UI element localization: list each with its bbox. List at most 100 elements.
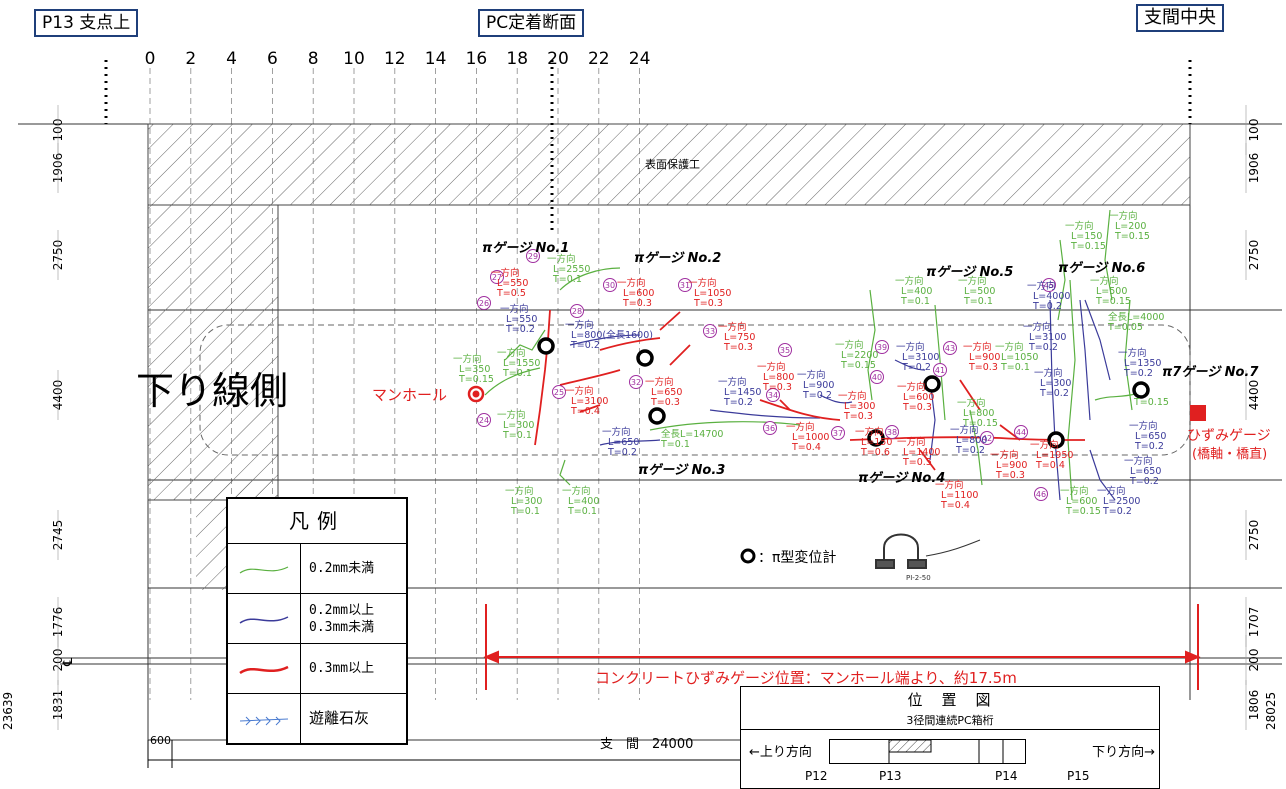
red-line-swatch [239,665,289,674]
crack-number-circle [603,278,617,292]
svg-text:πゲージ No.2: πゲージ No.2 [634,250,721,266]
legend-row-green: 0.2mm未満 [228,544,406,594]
right-dimension: 1707 [1247,607,1261,638]
axis-tick-label: 12 [384,49,406,69]
crack-number-circle [933,363,947,377]
crack-number-circle [1014,425,1028,439]
legend-label-efflorescence: 遊離石灰 [309,709,370,727]
crack-annotation: T=0.15 [1133,397,1169,408]
axis-tick-label: 4 [226,49,237,69]
crack-number: 37 [833,429,843,438]
legend-row-efflorescence: 遊離石灰 [228,694,406,743]
crack-number-circle [980,431,994,445]
girder-schematic [829,739,1026,764]
crack-number: 44 [1016,428,1026,437]
axis-tick-label: 20 [547,49,569,69]
crack-number: 30 [605,281,615,290]
axis-tick-label: 14 [425,49,447,69]
position-map-title: 位 置 図 [907,691,993,709]
crack-number-circle [477,296,491,310]
crack-number-circle [875,340,889,354]
crack-number: 33 [705,327,715,336]
header-dotted-lines [104,60,1192,230]
svg-text:πゲージ No.3: πゲージ No.3 [638,462,725,478]
legend-row-red: 0.3mm以上 [228,644,406,694]
crack-number: 38 [887,428,897,437]
crack-number-circle [831,426,845,440]
centerline-mark: ℄ [61,657,76,667]
pi-meter-model: PI-2-50 [906,574,931,582]
crack-number: 28 [572,307,582,316]
crack-number: 32 [631,378,641,387]
crack-number-circle [1034,487,1048,501]
crack-number-circle [678,278,692,292]
crack-number: 41 [935,366,945,375]
total-right-dim: 28025 [1264,692,1278,730]
right-dimension: 2750 [1247,520,1261,551]
surface-protection-label: 表面保護工 [645,157,700,171]
crack-number-circle [703,324,717,338]
svg-text:πゲージ No.6: πゲージ No.6 [1058,260,1145,276]
green-cracks [484,209,1136,501]
crack-number-circle [552,385,566,399]
crack-number: 31 [680,281,690,290]
dim-600: 600 [150,734,171,747]
legend-label-red: 0.3mm以上 [309,661,375,676]
pi-meter-symbol [740,548,756,564]
blue-line-swatch [239,615,289,624]
crack-number: 25 [554,388,564,397]
header-p13: P13 支点上 [34,9,139,37]
right-dimension: 2750 [1247,240,1261,271]
axis-tick-label: 6 [267,49,278,69]
pier-p14: P14 [995,769,1018,783]
crack-number: 24 [479,416,489,425]
crack-number-circle [570,304,584,318]
concrete-gauge-label: コンクリートひずみゲージ位置：マンホール端より、約17.5m [595,669,1017,687]
right-dimension: 1806 [1247,690,1261,721]
side-label: 下り線側 [136,369,288,413]
gauge-labels: πゲージ No.1 πゲージ No.2 πゲージ No.3 πゲージ No.4 … [482,240,1259,486]
pier-p12: P12 [805,769,828,783]
crack-number: 35 [780,346,790,355]
green-line-swatch [239,565,289,574]
legend-label-green: 0.2mm未満 [309,561,375,576]
svg-text:πゲージ No.5: πゲージ No.5 [926,264,1013,280]
strain-gauge-label-1: ひずみゲージ [1187,428,1271,444]
right-dimension: 1906 [1247,153,1261,184]
crack-number-circle [885,425,899,439]
right-dimension: 200 [1247,649,1261,672]
axis-tick-label: 24 [629,49,651,69]
crack-number: 29 [528,252,538,261]
crack-number: 42 [982,434,992,443]
crack-number-circle [763,421,777,435]
